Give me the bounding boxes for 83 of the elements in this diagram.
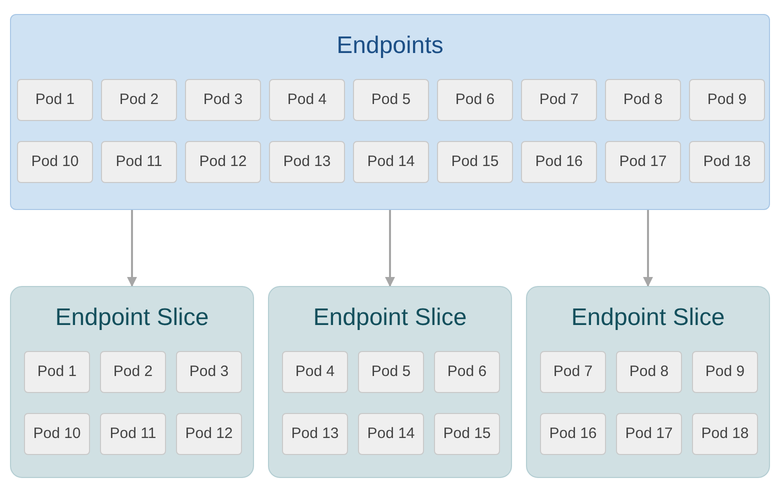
pod-box [185,141,261,183]
pod-label: Pod 13 [283,152,331,172]
pod-box [282,413,348,455]
pod-label: Pod 11 [110,424,156,444]
pod-box [540,351,606,393]
pod-box [605,79,681,121]
pod-label: Pod 8 [623,90,663,110]
pod-box [17,79,93,121]
pod-label: Pod 15 [443,424,491,444]
pod-box [17,141,93,183]
endpoint-slice-panel [268,286,512,478]
panel-title: Endpoint Slice [54,303,210,333]
pod-label: Pod 7 [539,90,579,110]
pod-box [692,351,758,393]
pod-box [24,351,90,393]
pod-box [605,141,681,183]
pod-box [101,79,177,121]
pod-box [616,413,682,455]
pod-box [353,141,429,183]
pod-box [521,79,597,121]
pod-label: Pod 6 [447,362,487,382]
pod-box [358,413,424,455]
pod-label: Pod 1 [37,362,77,382]
pod-box [616,351,682,393]
pod-label: Pod 17 [625,424,673,444]
pod-box [521,141,597,183]
pod-label: Pod 14 [367,424,415,444]
pod-box [185,79,261,121]
endpoints-panel [10,14,770,210]
pod-label: Pod 1 [35,90,75,110]
pod-box [434,351,500,393]
panel-title: Endpoints [336,31,444,61]
pod-label: Pod 2 [113,362,153,382]
pod-box [101,141,177,183]
pod-box [269,141,345,183]
pod-label: Pod 12 [185,424,233,444]
pod-label: Pod 16 [549,424,597,444]
arrow [127,210,137,287]
pod-box [100,413,166,455]
pod-box [358,351,424,393]
pod-box [100,351,166,393]
pod-label: Pod 9 [705,362,745,382]
pod-label: Pod 9 [707,90,747,110]
pod-box [689,79,765,121]
pod-label: Pod 10 [33,424,81,444]
pod-label: Pod 17 [619,152,667,172]
pod-box [434,413,500,455]
pod-box [269,79,345,121]
pod-label: Pod 5 [371,90,411,110]
pod-label: Pod 10 [31,152,79,172]
pod-box [24,413,90,455]
pod-label: Pod 2 [119,90,159,110]
panel-title: Endpoint Slice [570,303,726,333]
pod-label: Pod 12 [199,152,247,172]
pod-label: Pod 8 [629,362,669,382]
pod-label: Pod 15 [451,152,499,172]
pod-label: Pod 16 [535,152,583,172]
pod-box [176,413,242,455]
pod-box [689,141,765,183]
pod-box [176,351,242,393]
pod-label: Pod 3 [189,362,229,382]
pod-box [437,141,513,183]
endpoint-slice-panel [10,286,254,478]
pod-box [437,79,513,121]
pod-label: Pod 14 [367,152,415,172]
pod-label: Pod 4 [287,90,327,110]
pod-label: Pod 18 [701,424,749,444]
pod-box [540,413,606,455]
endpoint-slice-panel [526,286,770,478]
pod-label: Pod 5 [371,362,411,382]
arrow [385,210,395,287]
pod-label: Pod 3 [203,90,243,110]
pod-label: Pod 11 [116,152,162,172]
arrow [643,210,653,287]
pod-label: Pod 13 [291,424,339,444]
pod-box [692,413,758,455]
panel-title: Endpoint Slice [312,303,468,333]
pod-label: Pod 4 [295,362,335,382]
pod-label: Pod 7 [553,362,593,382]
pod-box [353,79,429,121]
pod-label: Pod 6 [455,90,495,110]
pod-label: Pod 18 [703,152,751,172]
pod-box [282,351,348,393]
